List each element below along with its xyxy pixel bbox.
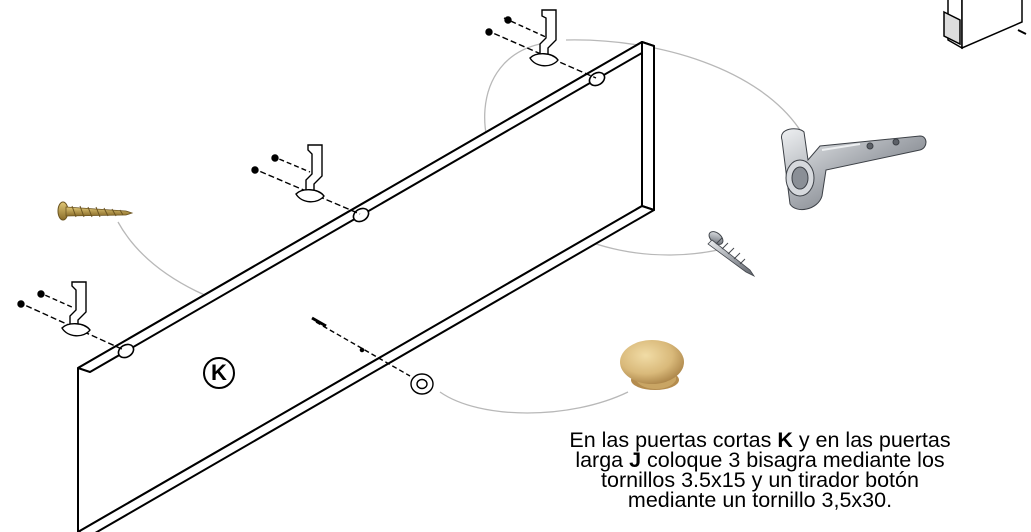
caption-line-4: mediante un tornillo 3,5x30. bbox=[627, 488, 893, 512]
caption-line-1: En las puertas cortas K y en las puertas bbox=[500, 428, 1020, 452]
panel-bottom-edge bbox=[77, 205, 655, 532]
leader-hinge-to-photo bbox=[565, 39, 801, 131]
hinge-hole-1 bbox=[588, 71, 606, 87]
knob-screw-assembly bbox=[311, 316, 434, 395]
door-panel bbox=[77, 41, 655, 532]
hinge-holes bbox=[117, 71, 606, 359]
caption-line-2-bold: J bbox=[629, 448, 642, 472]
panel-k-circle bbox=[203, 357, 235, 389]
steel-screw-icon bbox=[707, 231, 756, 278]
instruction-caption: En las puertas cortas K y en las puertas… bbox=[500, 428, 1020, 512]
panel-side-edge bbox=[641, 41, 655, 211]
wood-screw-icon bbox=[57, 201, 134, 221]
hinge-assembly-middle bbox=[251, 144, 361, 215]
caption-line-2-pre: larga bbox=[575, 448, 630, 472]
cabinet-corner-icon bbox=[943, 0, 1027, 50]
caption-line-1-post: y en las puertas bbox=[792, 428, 951, 452]
caption-line-1-pre: En las puertas cortas bbox=[569, 428, 778, 452]
caption-line-3: tornillos 3.5x15 y un tirador botón bbox=[601, 468, 919, 492]
hinge-hole-3 bbox=[117, 343, 135, 359]
leader-knob bbox=[439, 391, 629, 414]
hinge-photo-icon bbox=[781, 128, 927, 211]
panel-k-text: K bbox=[211, 360, 227, 385]
hinge-assembly-bottom bbox=[17, 281, 125, 351]
caption-line-2: larga J coloque 3 bisagra mediante los bbox=[500, 448, 1020, 472]
panel-k-label: K bbox=[202, 356, 236, 390]
hinge-assembly-top bbox=[485, 9, 597, 79]
caption-line-1-bold: K bbox=[777, 428, 793, 452]
wooden-knob-icon bbox=[620, 340, 684, 390]
caption-line-2-post: coloque 3 bisagra mediante los bbox=[641, 448, 945, 472]
hinge-hole-2 bbox=[352, 207, 370, 223]
